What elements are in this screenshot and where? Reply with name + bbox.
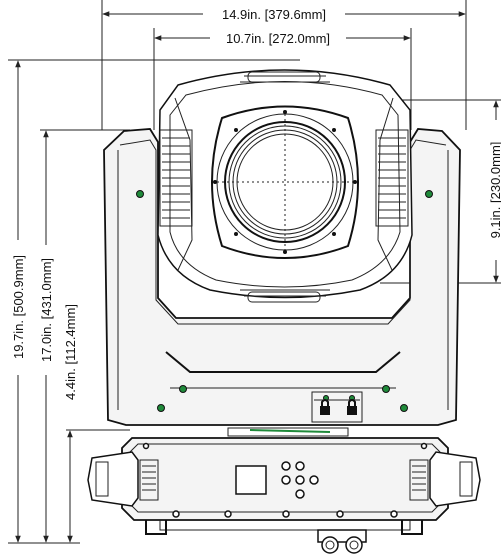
moving-head <box>157 69 413 303</box>
up-button-icon <box>295 461 305 471</box>
left-button-icon <box>281 475 291 485</box>
front-lens <box>211 105 359 259</box>
right-button-icon <box>309 475 319 485</box>
base-screws <box>142 442 428 518</box>
head-height-label: 9.1in. [230.0mm] <box>488 142 501 239</box>
overall-width-label: 14.9in. [379.6mm] <box>222 7 326 22</box>
vent-grille-left <box>159 129 193 227</box>
screw-icon <box>157 404 165 412</box>
overall-height-label: 19.7in. [500.9mm] <box>11 255 26 359</box>
yoke <box>103 128 461 426</box>
tilt-height-label: 17.0in. [431.0mm] <box>39 258 54 362</box>
control-buttons <box>281 461 319 499</box>
screw-icon <box>179 385 187 393</box>
down-button-icon <box>295 489 305 499</box>
screw-icon <box>425 190 433 198</box>
yoke-screws <box>136 190 433 412</box>
screw-icon <box>382 385 390 393</box>
enter-button-icon <box>295 475 305 485</box>
lock-icon <box>320 399 357 415</box>
lcd-display <box>235 465 267 495</box>
screw-icon <box>136 190 144 198</box>
vent-grille-right <box>375 129 409 227</box>
screw-icon <box>400 404 408 412</box>
menu-button-icon <box>281 461 291 471</box>
arm-width-label: 10.7in. [272.0mm] <box>226 31 330 46</box>
base-height-label: 4.4in. [112.4mm] <box>63 304 78 400</box>
power-connector-icon <box>317 529 367 554</box>
extension-lines <box>8 0 501 544</box>
